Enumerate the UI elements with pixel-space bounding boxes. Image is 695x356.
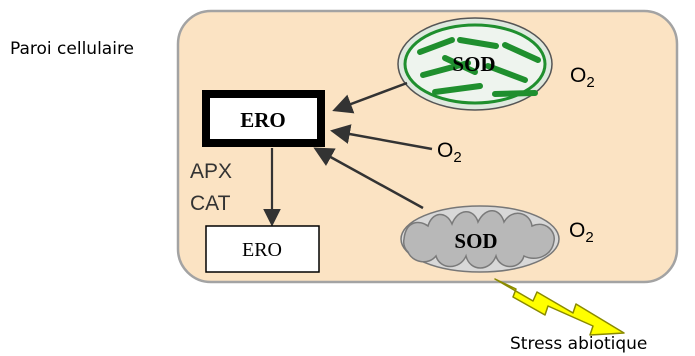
chloroplast: SOD	[397, 17, 553, 111]
svg-text:O2: O2	[570, 64, 595, 91]
mitochondrion: SOD	[400, 205, 560, 273]
sod-chloroplast-label: SOD	[452, 52, 495, 76]
ero-detox-box	[205, 225, 320, 273]
mitochondrion-cristae	[402, 210, 555, 269]
abiotic-stress-label: Stress abiotique	[510, 334, 647, 354]
lightning-bolt-icon	[494, 278, 625, 336]
enzyme-apx-label: APX	[190, 160, 232, 183]
cell-body	[176, 9, 679, 284]
o2-mitochondrion-subscript: 2	[585, 229, 593, 246]
svg-text:O2: O2	[569, 219, 594, 246]
arrow-mitochondrion-to-ero	[313, 147, 424, 210]
o2-mitochondrion-base: O	[569, 219, 585, 242]
svg-text:O2: O2	[437, 139, 462, 166]
o2-chloroplast-base: O	[570, 64, 586, 87]
o2-cytosol-base: O	[437, 139, 453, 162]
ero-center-box	[202, 90, 325, 147]
ero-detox-label: ERO	[242, 239, 282, 261]
o2-chloroplast-subscript: 2	[586, 74, 594, 91]
sod-mitochondrion-label: SOD	[454, 229, 497, 253]
arrow-o2-to-ero	[330, 124, 433, 151]
ero-center-label: ERO	[240, 108, 286, 132]
chloroplast-thylakoids	[417, 37, 541, 97]
cell-wall-label: Paroi cellulaire	[10, 39, 134, 59]
arrow-chloroplast-to-ero	[332, 81, 408, 114]
o2-cytosol-subscript: 2	[453, 149, 461, 166]
enzyme-cat-label: CAT	[190, 192, 231, 215]
